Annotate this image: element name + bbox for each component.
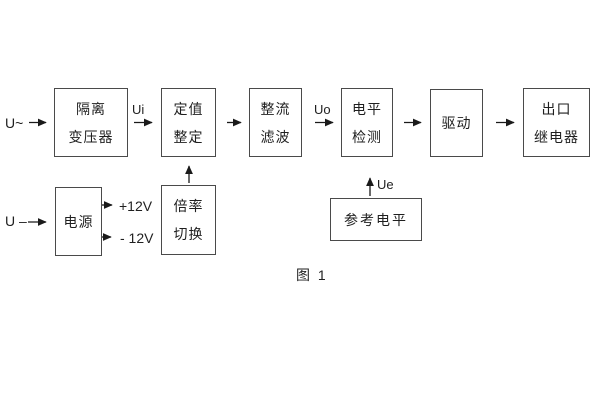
block-label: 变压器: [68, 128, 114, 145]
input-label-dc-voltage: U –: [5, 213, 27, 229]
block-label: 电源: [63, 213, 94, 230]
block-label: 电平: [352, 100, 382, 117]
signal-label-ui: Ui: [132, 102, 145, 117]
block-reference-level: 参考电平: [330, 198, 422, 241]
block-label: 整流: [260, 100, 291, 117]
rail-label-minus-12v: - 12V: [120, 230, 154, 246]
block-label: 倍率: [173, 198, 204, 214]
block-label: 滤波: [260, 128, 291, 145]
signal-label-ue: Ue: [377, 177, 394, 192]
block-driver: 驱动: [430, 89, 483, 157]
block-output-relay: 出口 继电器: [523, 88, 590, 157]
block-label: 检测: [352, 128, 382, 145]
block-level-detector: 电平 检测: [341, 88, 393, 157]
block-rectifier-filter: 整流 滤波: [249, 88, 302, 157]
block-label: 驱动: [441, 115, 472, 131]
block-label: 隔离: [76, 100, 106, 117]
signal-label-uo: Uo: [314, 102, 331, 117]
block-label: 参考电平: [344, 211, 408, 228]
block-label: 定值: [173, 100, 204, 117]
block-setpoint-adjust: 定值 整定: [161, 88, 216, 157]
block-label: 出口: [541, 100, 572, 117]
block-label: 整定: [173, 128, 204, 145]
block-power-supply: 电源: [55, 187, 102, 256]
input-label-ac-voltage: U~: [5, 115, 24, 131]
block-label: 继电器: [534, 128, 579, 145]
figure-caption: 图 1: [296, 267, 328, 283]
block-multiplier-switch: 倍率 切换: [161, 185, 216, 255]
block-label: 切换: [173, 226, 204, 242]
block-isolation-transformer: 隔离 变压器: [54, 88, 128, 157]
rail-label-plus-12v: +12V: [119, 198, 153, 214]
